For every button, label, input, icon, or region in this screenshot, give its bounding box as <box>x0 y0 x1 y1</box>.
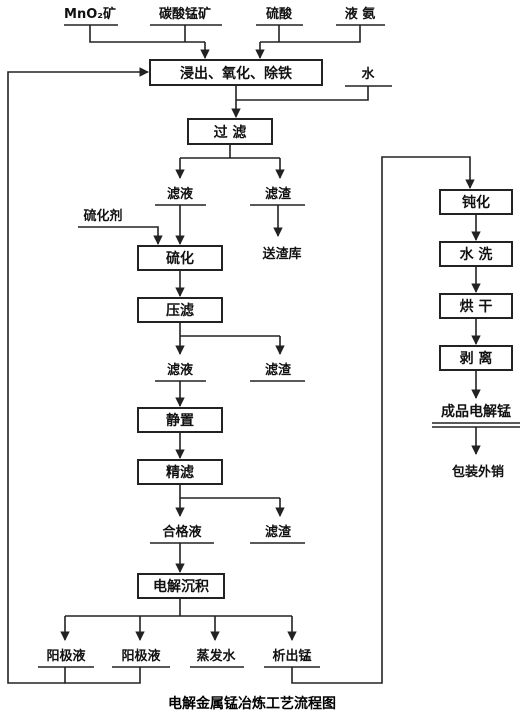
step-passivate-label: 钝化 <box>462 194 490 211</box>
qualified-liquor-label: 合格液 <box>162 524 201 540</box>
arrow-mn-to-passivation <box>291 156 475 684</box>
filtrate1-label: 滤液 <box>167 186 193 202</box>
residue2-label: 滤渣 <box>265 362 292 378</box>
step-electro-label: 电解沉积 <box>153 578 209 595</box>
step-passivate-box <box>439 189 513 215</box>
filtrate2-label: 滤液 <box>167 362 193 378</box>
step-filter-label: 过 滤 <box>214 124 247 141</box>
feed-line-ammonia <box>260 25 361 43</box>
step-sulfide-label: 硫化 <box>166 250 194 267</box>
sulfide-agent-label: 硫化剂 <box>83 208 122 224</box>
product-label: 成品电解锰 <box>441 403 511 420</box>
step-filter-box <box>187 118 273 145</box>
step-press-box <box>137 297 223 323</box>
raw-material-mnco3: 碳酸锰矿 <box>159 6 211 22</box>
step-wash-label: 水 洗 <box>460 246 493 263</box>
packaging-sale-label: 包装外销 <box>452 464 504 480</box>
raw-material-h2so4: 硫酸 <box>266 6 293 22</box>
precipitated-mn-label: 析出锰 <box>272 648 311 664</box>
step-sulfide-box <box>137 245 223 271</box>
step-settle-label: 静置 <box>166 412 194 429</box>
recycle-loop-arrow <box>7 67 149 684</box>
step-press-label: 压滤 <box>166 302 194 319</box>
diagram-title: 电解金属锰冶炼工艺流程图 <box>168 695 336 712</box>
raw-material-ammonia: 液 氨 <box>345 6 376 22</box>
step-leach-label: 浸出、氧化、除铁 <box>180 65 292 82</box>
water-line <box>236 86 369 101</box>
residue3-label: 滤渣 <box>265 524 292 540</box>
evaporated-water-label: 蒸发水 <box>196 648 236 664</box>
residue-yard-label: 送渣库 <box>261 246 301 262</box>
step-fine-label: 精滤 <box>166 464 194 481</box>
step-leach-box <box>149 59 323 86</box>
catholyte-label: 阳极液 <box>121 648 160 664</box>
step-strip-label: 剥 离 <box>460 350 493 367</box>
raw-material-mno2: MnO₂矿 <box>64 6 116 22</box>
step-strip-box <box>439 345 513 371</box>
anolyte-label: 阳极液 <box>46 648 85 664</box>
water-label: 水 <box>361 66 375 82</box>
recycle-merge-line <box>64 667 141 684</box>
residue1-label: 滤渣 <box>265 186 292 202</box>
step-fine-box <box>137 459 223 485</box>
feed-line-mno2 <box>89 25 205 43</box>
step-electro-box <box>137 573 225 599</box>
arrow-sulfide-agent <box>78 226 163 245</box>
step-dry-box <box>439 293 513 319</box>
step-dry-label: 烘 干 <box>460 298 493 315</box>
